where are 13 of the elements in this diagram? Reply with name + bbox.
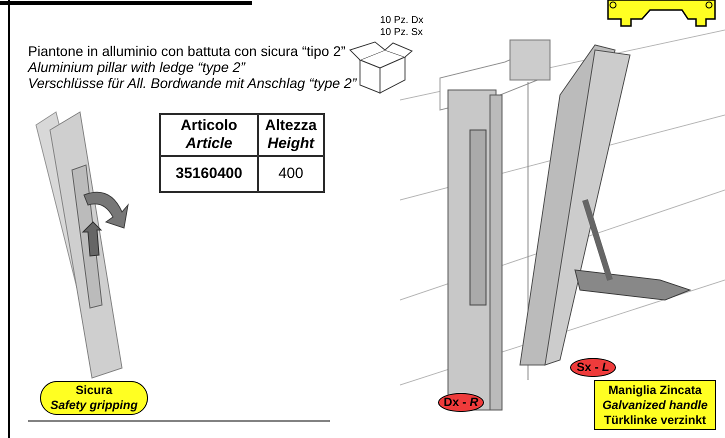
handle-label: Maniglia Zincata Galvanized handle Türklinke verzinkt	[594, 380, 716, 430]
table-header-cell: Articolo Article	[160, 114, 258, 156]
side-tag: Dx - R	[438, 393, 484, 412]
description-text: Aluminium pillar with ledge “type 2”	[28, 59, 246, 75]
quantity-text: 10 Pz. Dx	[380, 15, 424, 26]
table-cell: 400	[258, 156, 324, 192]
table-cell: 35160400	[160, 156, 258, 192]
callout-label: Sicura Safety gripping	[40, 381, 148, 415]
table-header-cell: Altezza Height	[258, 114, 324, 156]
quantity-text: 10 Pz. Sx	[380, 27, 423, 38]
side-tag: Sx - L	[570, 358, 616, 377]
description-text: Piantone in alluminio con battuta con sicura “tipo 2”	[28, 43, 346, 59]
description-text: Verschlüsse für All. Bordwande mit Anschlag “type 2”	[28, 75, 356, 91]
